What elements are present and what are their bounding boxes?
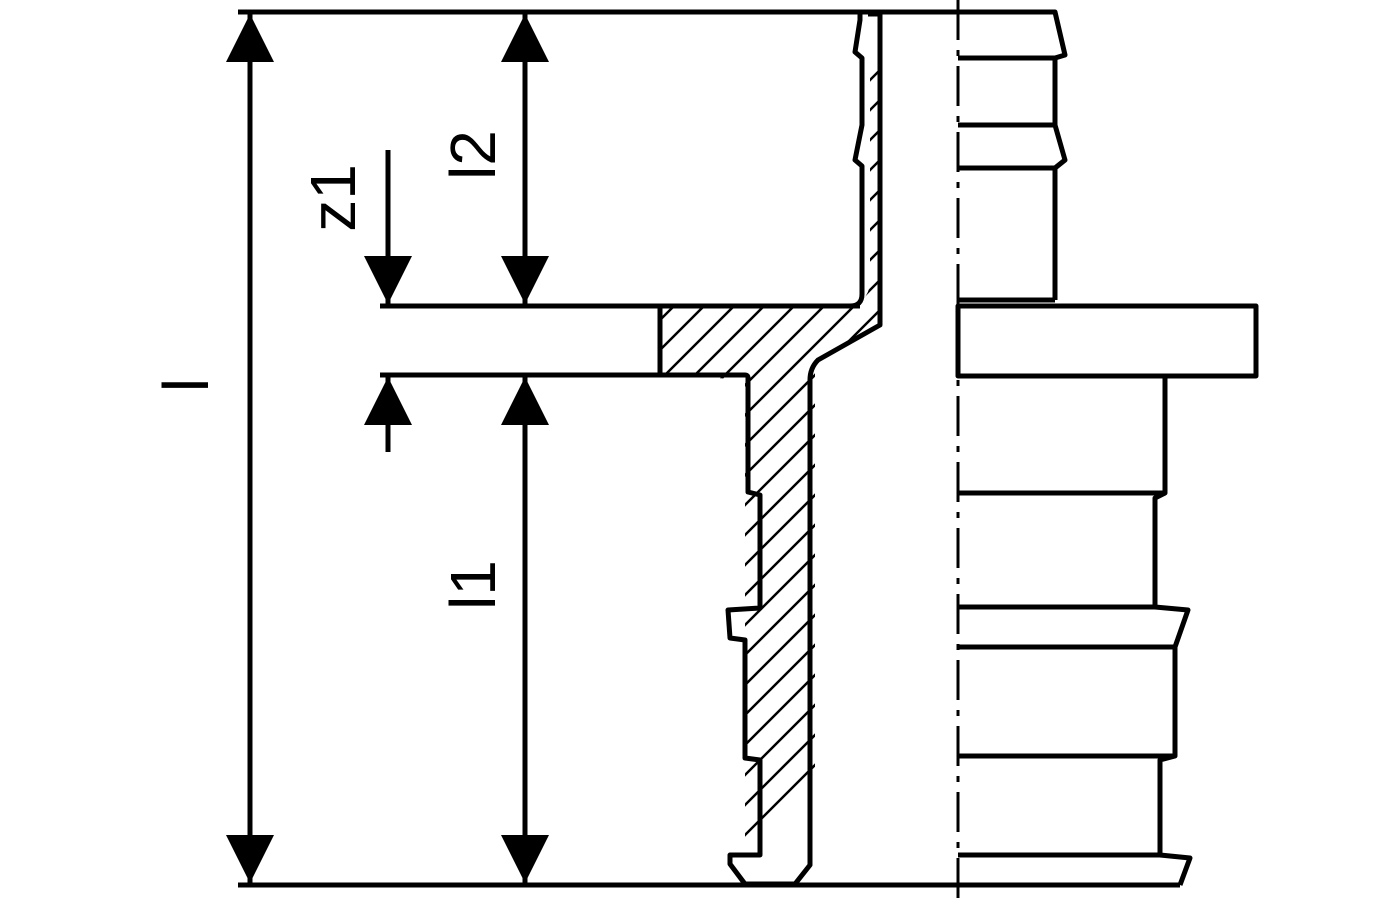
external-view xyxy=(955,9,1259,886)
dimension-l1 xyxy=(501,377,549,883)
label-l2: l2 xyxy=(437,130,509,180)
extension-lines xyxy=(238,9,1180,888)
label-overall-length: l xyxy=(150,378,222,392)
dimension-l2 xyxy=(501,14,549,304)
label-l1: l1 xyxy=(437,560,509,610)
dimension-overall xyxy=(226,14,274,883)
section-outline xyxy=(657,11,883,887)
dimension-z1 xyxy=(364,150,412,452)
label-z1: z1 xyxy=(297,164,369,232)
